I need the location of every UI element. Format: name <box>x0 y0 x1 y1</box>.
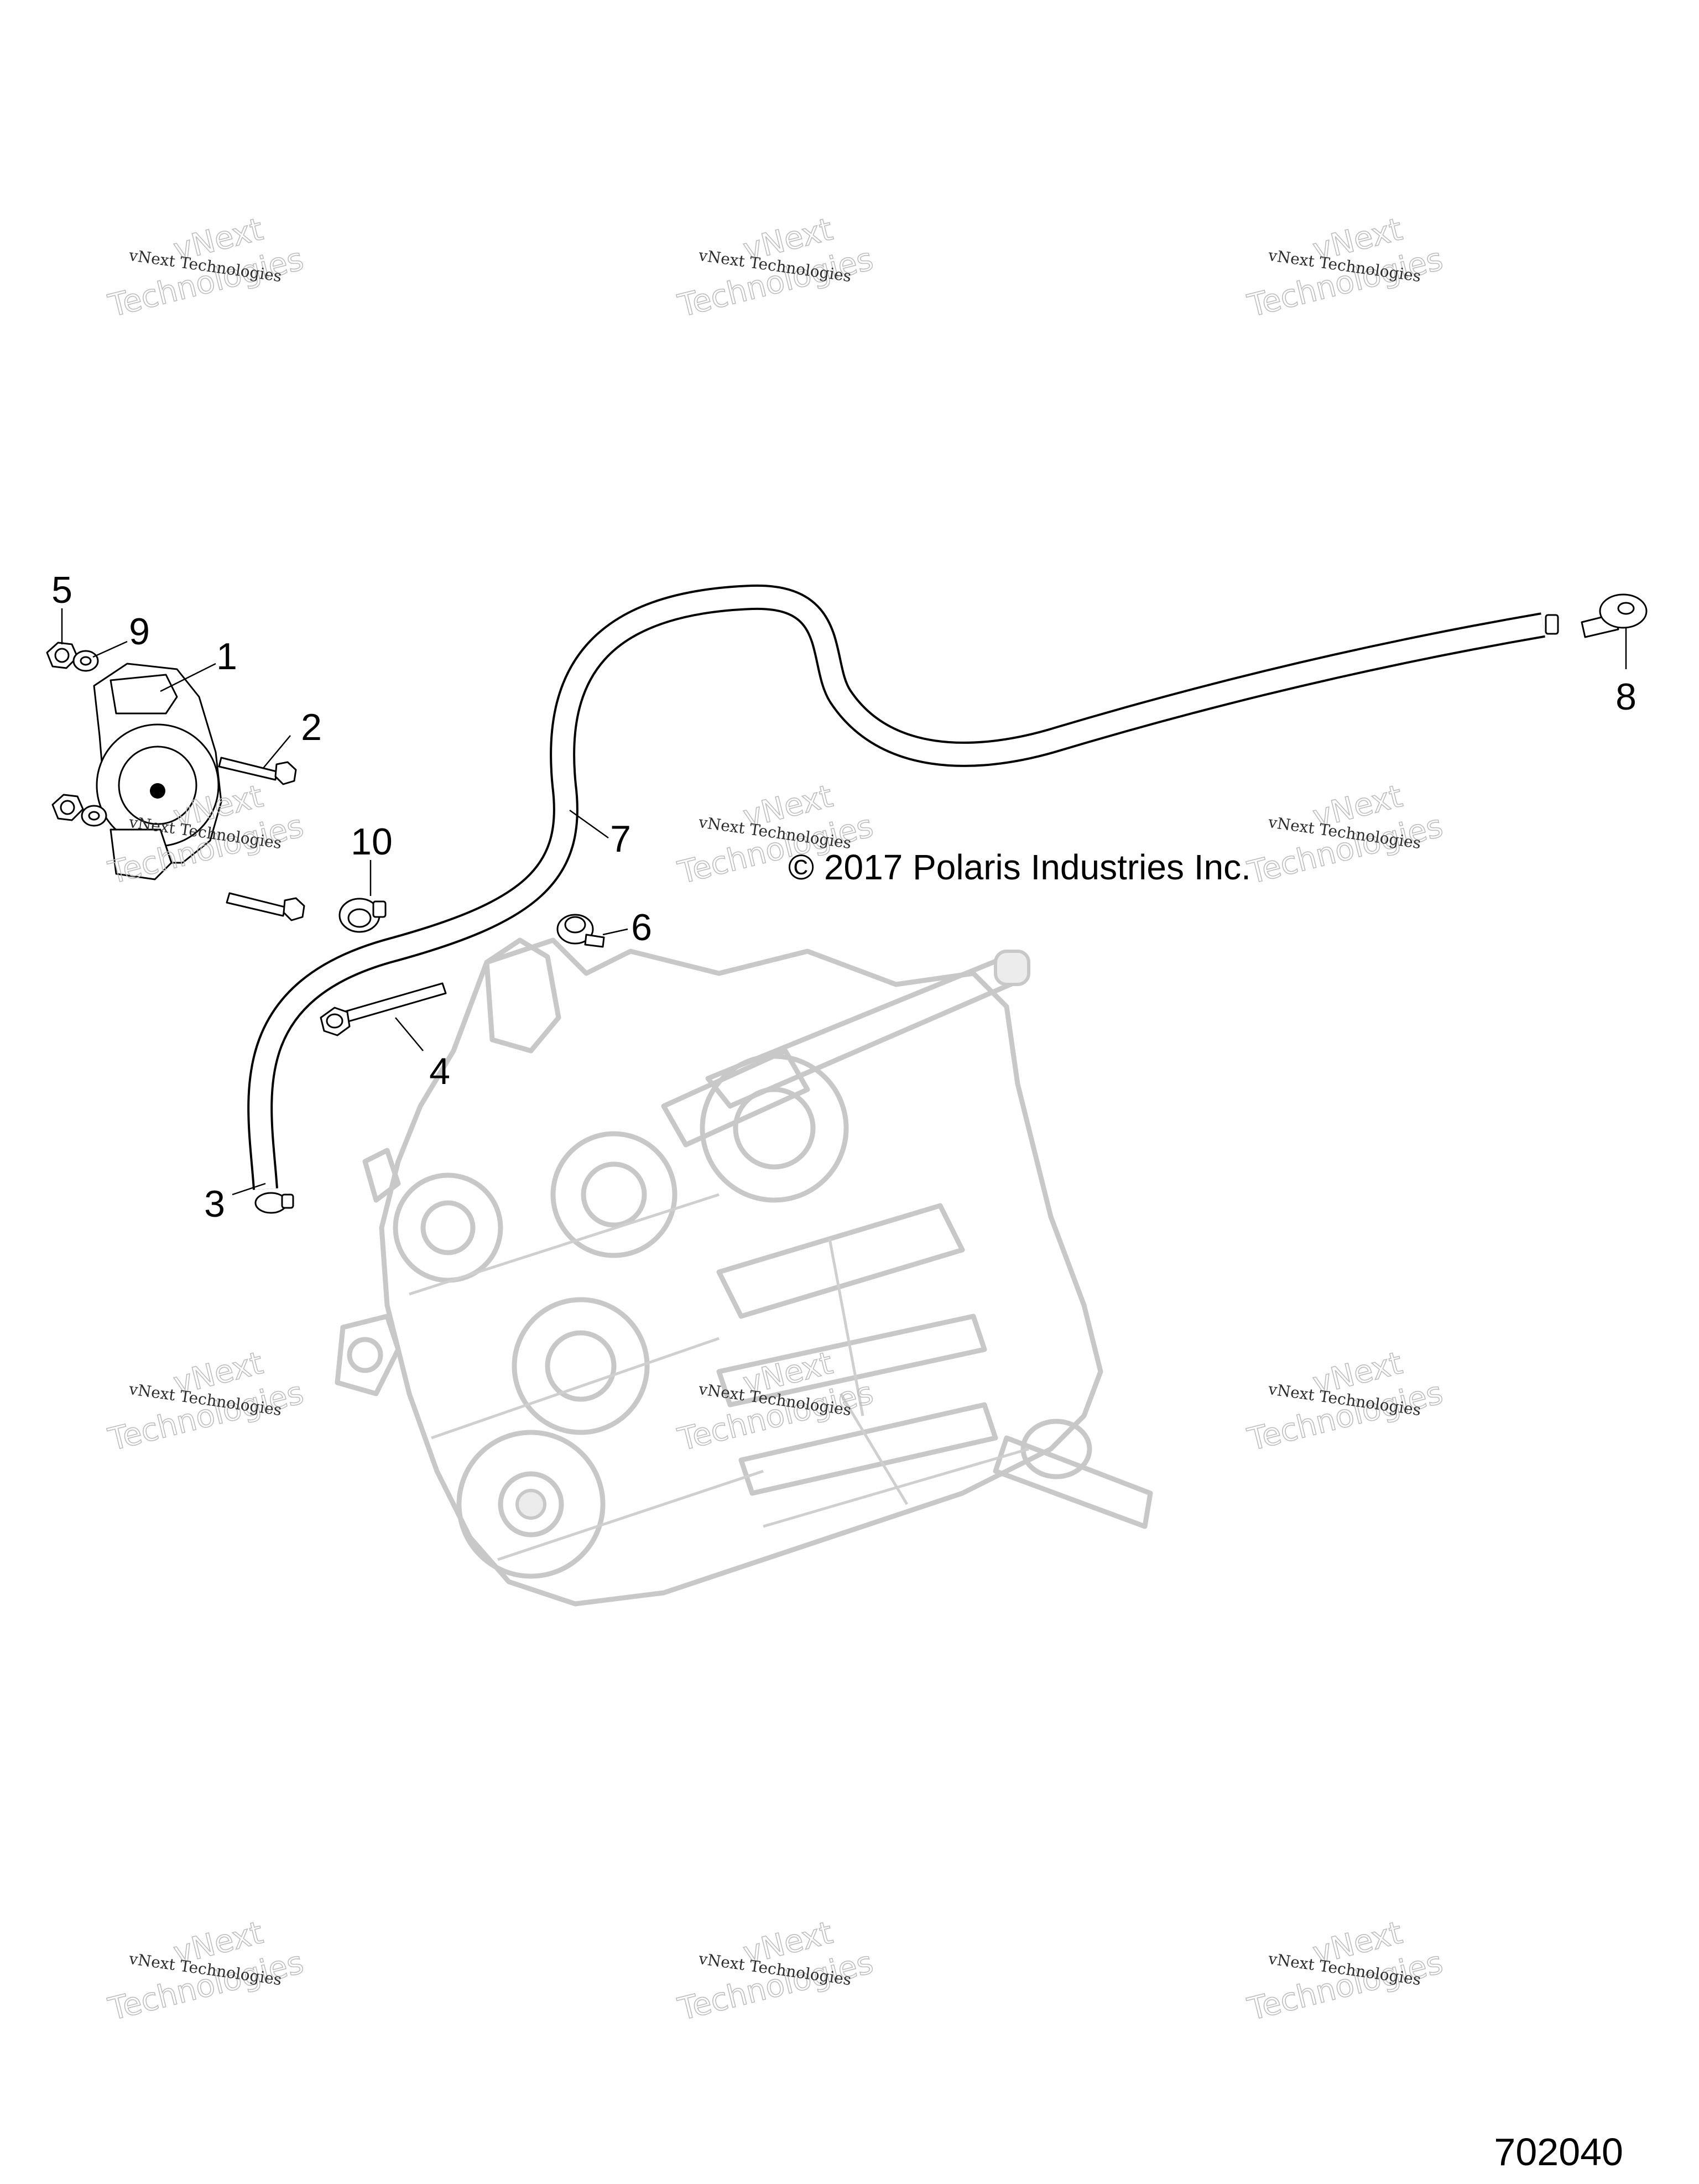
bolt-long <box>320 982 447 1036</box>
nut-upper <box>46 642 79 669</box>
hose-clamp-lower <box>254 1192 294 1214</box>
hose-clamp-upper <box>338 898 387 933</box>
callout-3: 3 <box>204 1183 225 1225</box>
callout-6: 6 <box>631 906 652 948</box>
callout-5: 5 <box>51 569 72 611</box>
grommet <box>556 914 605 948</box>
breather-fitting <box>1545 593 1648 638</box>
callout-8: 8 <box>1615 676 1637 718</box>
figure-id: 702040 <box>1494 2130 1623 2173</box>
bolt-lower <box>226 892 305 921</box>
transmission-ghost <box>335 937 1153 1607</box>
callout-9: 9 <box>129 611 150 653</box>
washer-lower <box>81 805 107 827</box>
callout-1: 1 <box>216 635 237 677</box>
callout-7: 7 <box>610 818 631 860</box>
nut-lower <box>51 794 84 821</box>
washer-upper <box>72 650 99 672</box>
leader-lines <box>61 608 1627 1196</box>
bolt-upper <box>218 757 297 785</box>
watermarks: vNext Technologies vNext Technologies vN… <box>105 211 1447 2028</box>
copyright-notice: © 2017 Polaris Industries Inc. <box>788 847 1251 887</box>
callout-2: 2 <box>301 706 322 748</box>
callouts: 1 2 3 4 5 6 7 8 9 10 <box>51 569 1637 1225</box>
callout-10: 10 <box>351 821 393 863</box>
vent-hose <box>247 584 1545 1190</box>
callout-4: 4 <box>429 1050 450 1092</box>
cover-bracket <box>93 663 222 880</box>
